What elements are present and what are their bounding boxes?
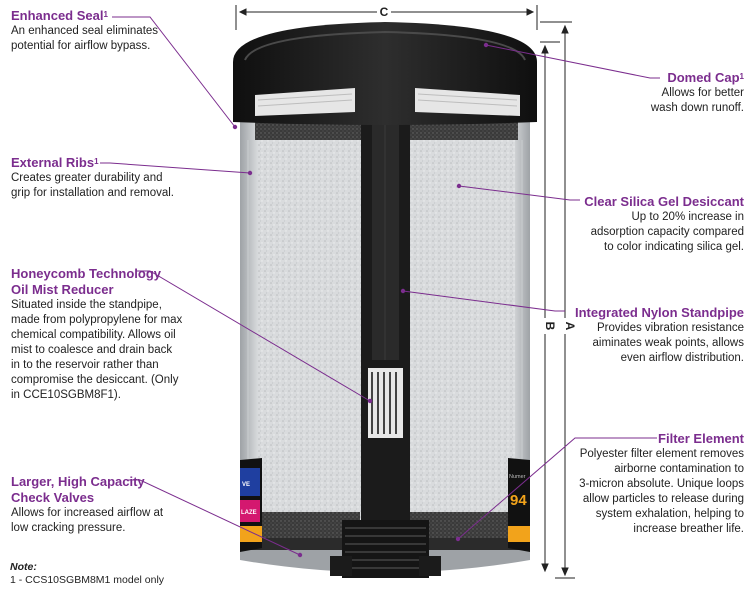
note-text: 1 - CCS10SGBM8M1 model only [10,574,165,586]
domed-cap-title: Domed Cap1 [667,70,744,85]
silica-gel-desc: Up to 20% increase in adsorption capacit… [590,211,744,253]
silica-gel-left [258,140,361,530]
dimension-ab-label-bg [538,318,572,334]
callout-check-valves: Larger, High Capacity Check Valves Allow… [11,474,163,536]
enhanced-seal-desc: An enhanced seal eliminates potential fo… [11,25,159,52]
callout-external-ribs: External Ribs1 Creates greater durabilit… [11,155,174,201]
standpipe-title: Integrated Nylon Standpipe [574,305,744,320]
domed-cap [233,22,537,125]
silica-gel-title: Clear Silica Gel Desiccant [584,194,744,209]
callout-silica-gel: Clear Silica Gel Desiccant Up to 20% inc… [584,194,744,255]
enhanced-seal-title: Enhanced Seal1 [11,8,108,23]
callout-domed-cap: Domed Cap1 Allows for better wash down r… [651,70,744,116]
dimension-c-label-bg [377,3,391,19]
honeycomb-desc: Situated inside the standpipe, made from… [11,299,183,401]
check-valves-desc: Allows for increased airflow at low crac… [11,507,164,534]
silica-gel-right [410,140,515,530]
standpipe-desc: Provides vibration resistance aiminates … [592,322,745,364]
nylon-standpipe [330,60,441,578]
band-text-right-big: 94 [510,492,527,509]
external-ribs-title: External Ribs1 [11,155,99,170]
dimension-c-label: C [380,5,389,19]
check-valves-title: Larger, High Capacity Check Valves [11,474,145,505]
domed-cap-desc: Allows for better wash down runoff. [650,87,744,114]
callout-filter-element: Filter Element Polyester filter element … [579,431,744,537]
leader-dots [232,42,489,558]
honeycomb-oil-mist-reducer [368,368,403,438]
leader-lines [100,16,660,556]
callout-enhanced-seal: Enhanced Seal1 An enhanced seal eliminat… [11,8,158,54]
external-ribs-desc: Creates greater durability and grip for … [11,172,174,199]
band-text-left-bottom: LAZE [241,510,257,516]
dimension-b-label: B [543,322,557,331]
filter-element-desc: Polyester filter element removes airborn… [579,448,744,535]
filter-element-title: Filter Element [658,431,744,446]
dimension-a-label: A [563,322,577,331]
band-text-left-top: VE [242,482,250,488]
callout-honeycomb: Honeycomb Technology Oil Mist Reducer Si… [11,266,182,403]
note-title: Note: [10,561,37,573]
band-text-right-small: Numer [509,474,526,480]
footnote: Note: 1 - CCS10SGBM8M1 model only [10,561,164,587]
check-valve-left [330,556,352,576]
honeycomb-title: Honeycomb Technology Oil Mist Reducer [11,266,161,297]
callout-standpipe: Integrated Nylon Standpipe Provides vibr… [575,305,744,366]
dimension-a [540,21,575,579]
check-valve-right [419,556,441,576]
